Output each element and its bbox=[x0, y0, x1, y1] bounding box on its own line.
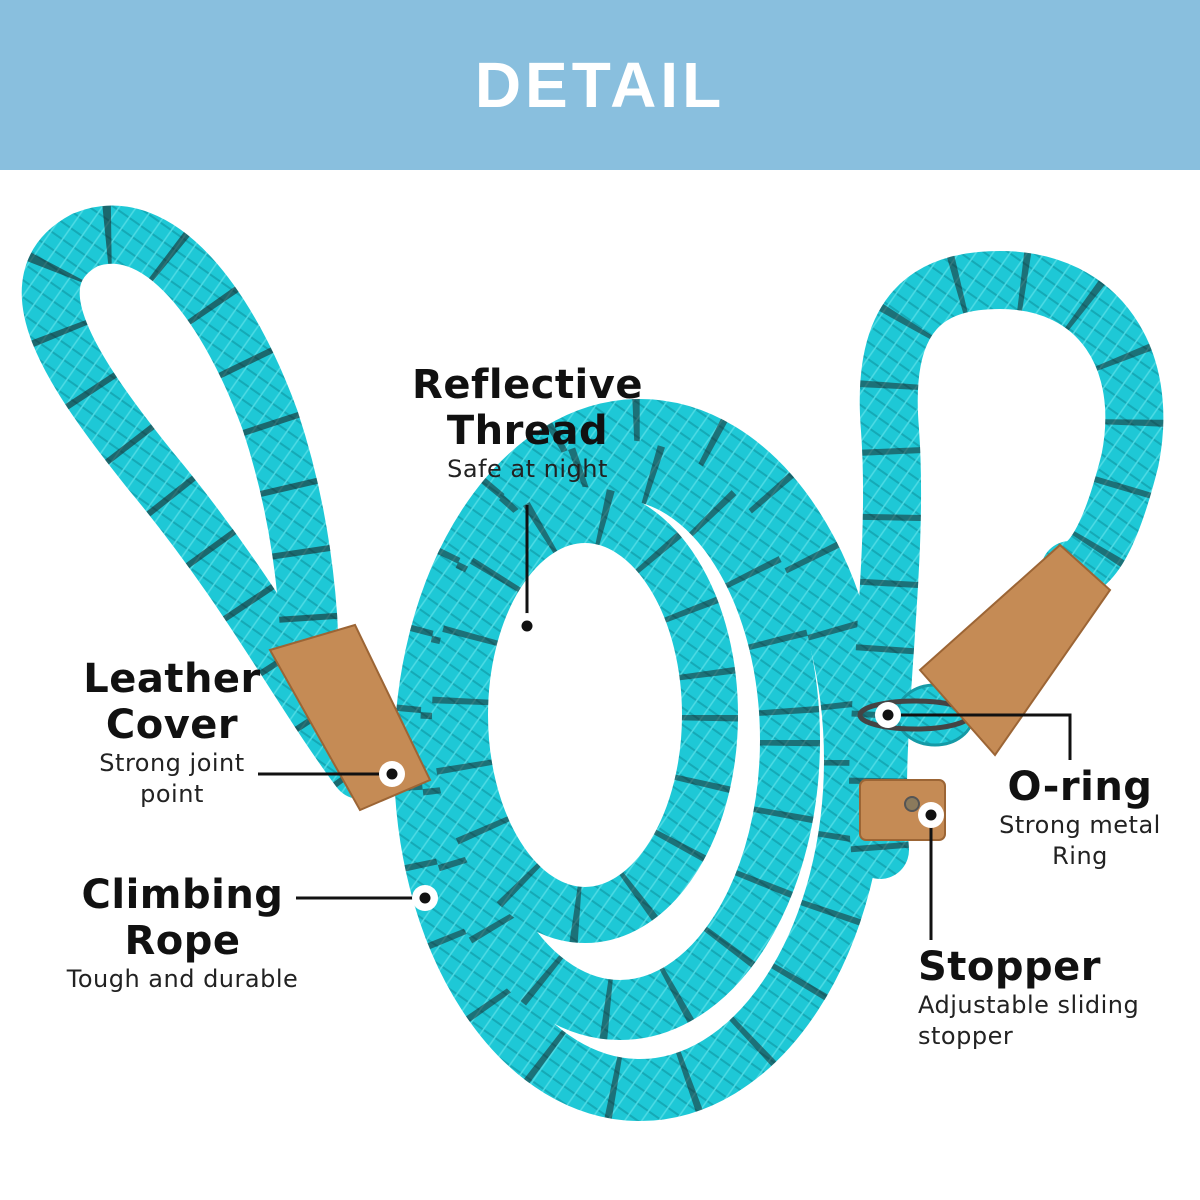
callout-dots bbox=[379, 613, 944, 911]
reflective-title-line1: Reflective bbox=[412, 362, 643, 408]
o-ring-callout: O-ring Strong metal Ring bbox=[990, 764, 1170, 872]
callout-line-oring bbox=[888, 713, 1072, 760]
climbing-title-line1: Climbing bbox=[81, 872, 284, 918]
leash-illustration bbox=[21, 205, 1164, 1121]
oring-title: O-ring bbox=[1007, 764, 1153, 810]
left-loop-rope bbox=[21, 205, 389, 799]
right-loop-rope bbox=[848, 250, 1164, 879]
rope-coil bbox=[394, 399, 886, 1121]
right-leather-cover bbox=[918, 543, 1112, 757]
reflective-title-line2: Thread bbox=[446, 408, 609, 454]
stopper-rivet bbox=[904, 796, 920, 812]
oring-subtitle-line2: Ring bbox=[1052, 842, 1108, 870]
header-banner: DETAIL bbox=[0, 0, 1200, 170]
leather-subtitle-line1: Strong joint bbox=[99, 749, 245, 777]
oring-subtitle-line1: Strong metal bbox=[999, 811, 1161, 839]
stopper-callout: Stopper Adjustable sliding stopper bbox=[918, 944, 1178, 1052]
leather-subtitle-line2: point bbox=[140, 780, 204, 808]
leather-title-line2: Cover bbox=[105, 702, 239, 748]
reflective-thread-callout: Reflective Thread Safe at night bbox=[410, 362, 645, 485]
banner-title: DETAIL bbox=[474, 49, 726, 121]
stopper-subtitle-line2: stopper bbox=[918, 1022, 1014, 1050]
climbing-title-line2: Rope bbox=[124, 918, 241, 964]
reflective-subtitle: Safe at night bbox=[447, 455, 608, 483]
stopper-title: Stopper bbox=[918, 944, 1102, 990]
climbing-rope-callout: Climbing Rope Tough and durable bbox=[55, 872, 310, 995]
leather-title-line1: Leather bbox=[83, 656, 261, 702]
stopper-subtitle-line1: Adjustable sliding bbox=[918, 991, 1140, 1019]
climbing-subtitle: Tough and durable bbox=[66, 965, 299, 993]
leather-cover-callout: Leather Cover Strong joint point bbox=[72, 656, 272, 810]
